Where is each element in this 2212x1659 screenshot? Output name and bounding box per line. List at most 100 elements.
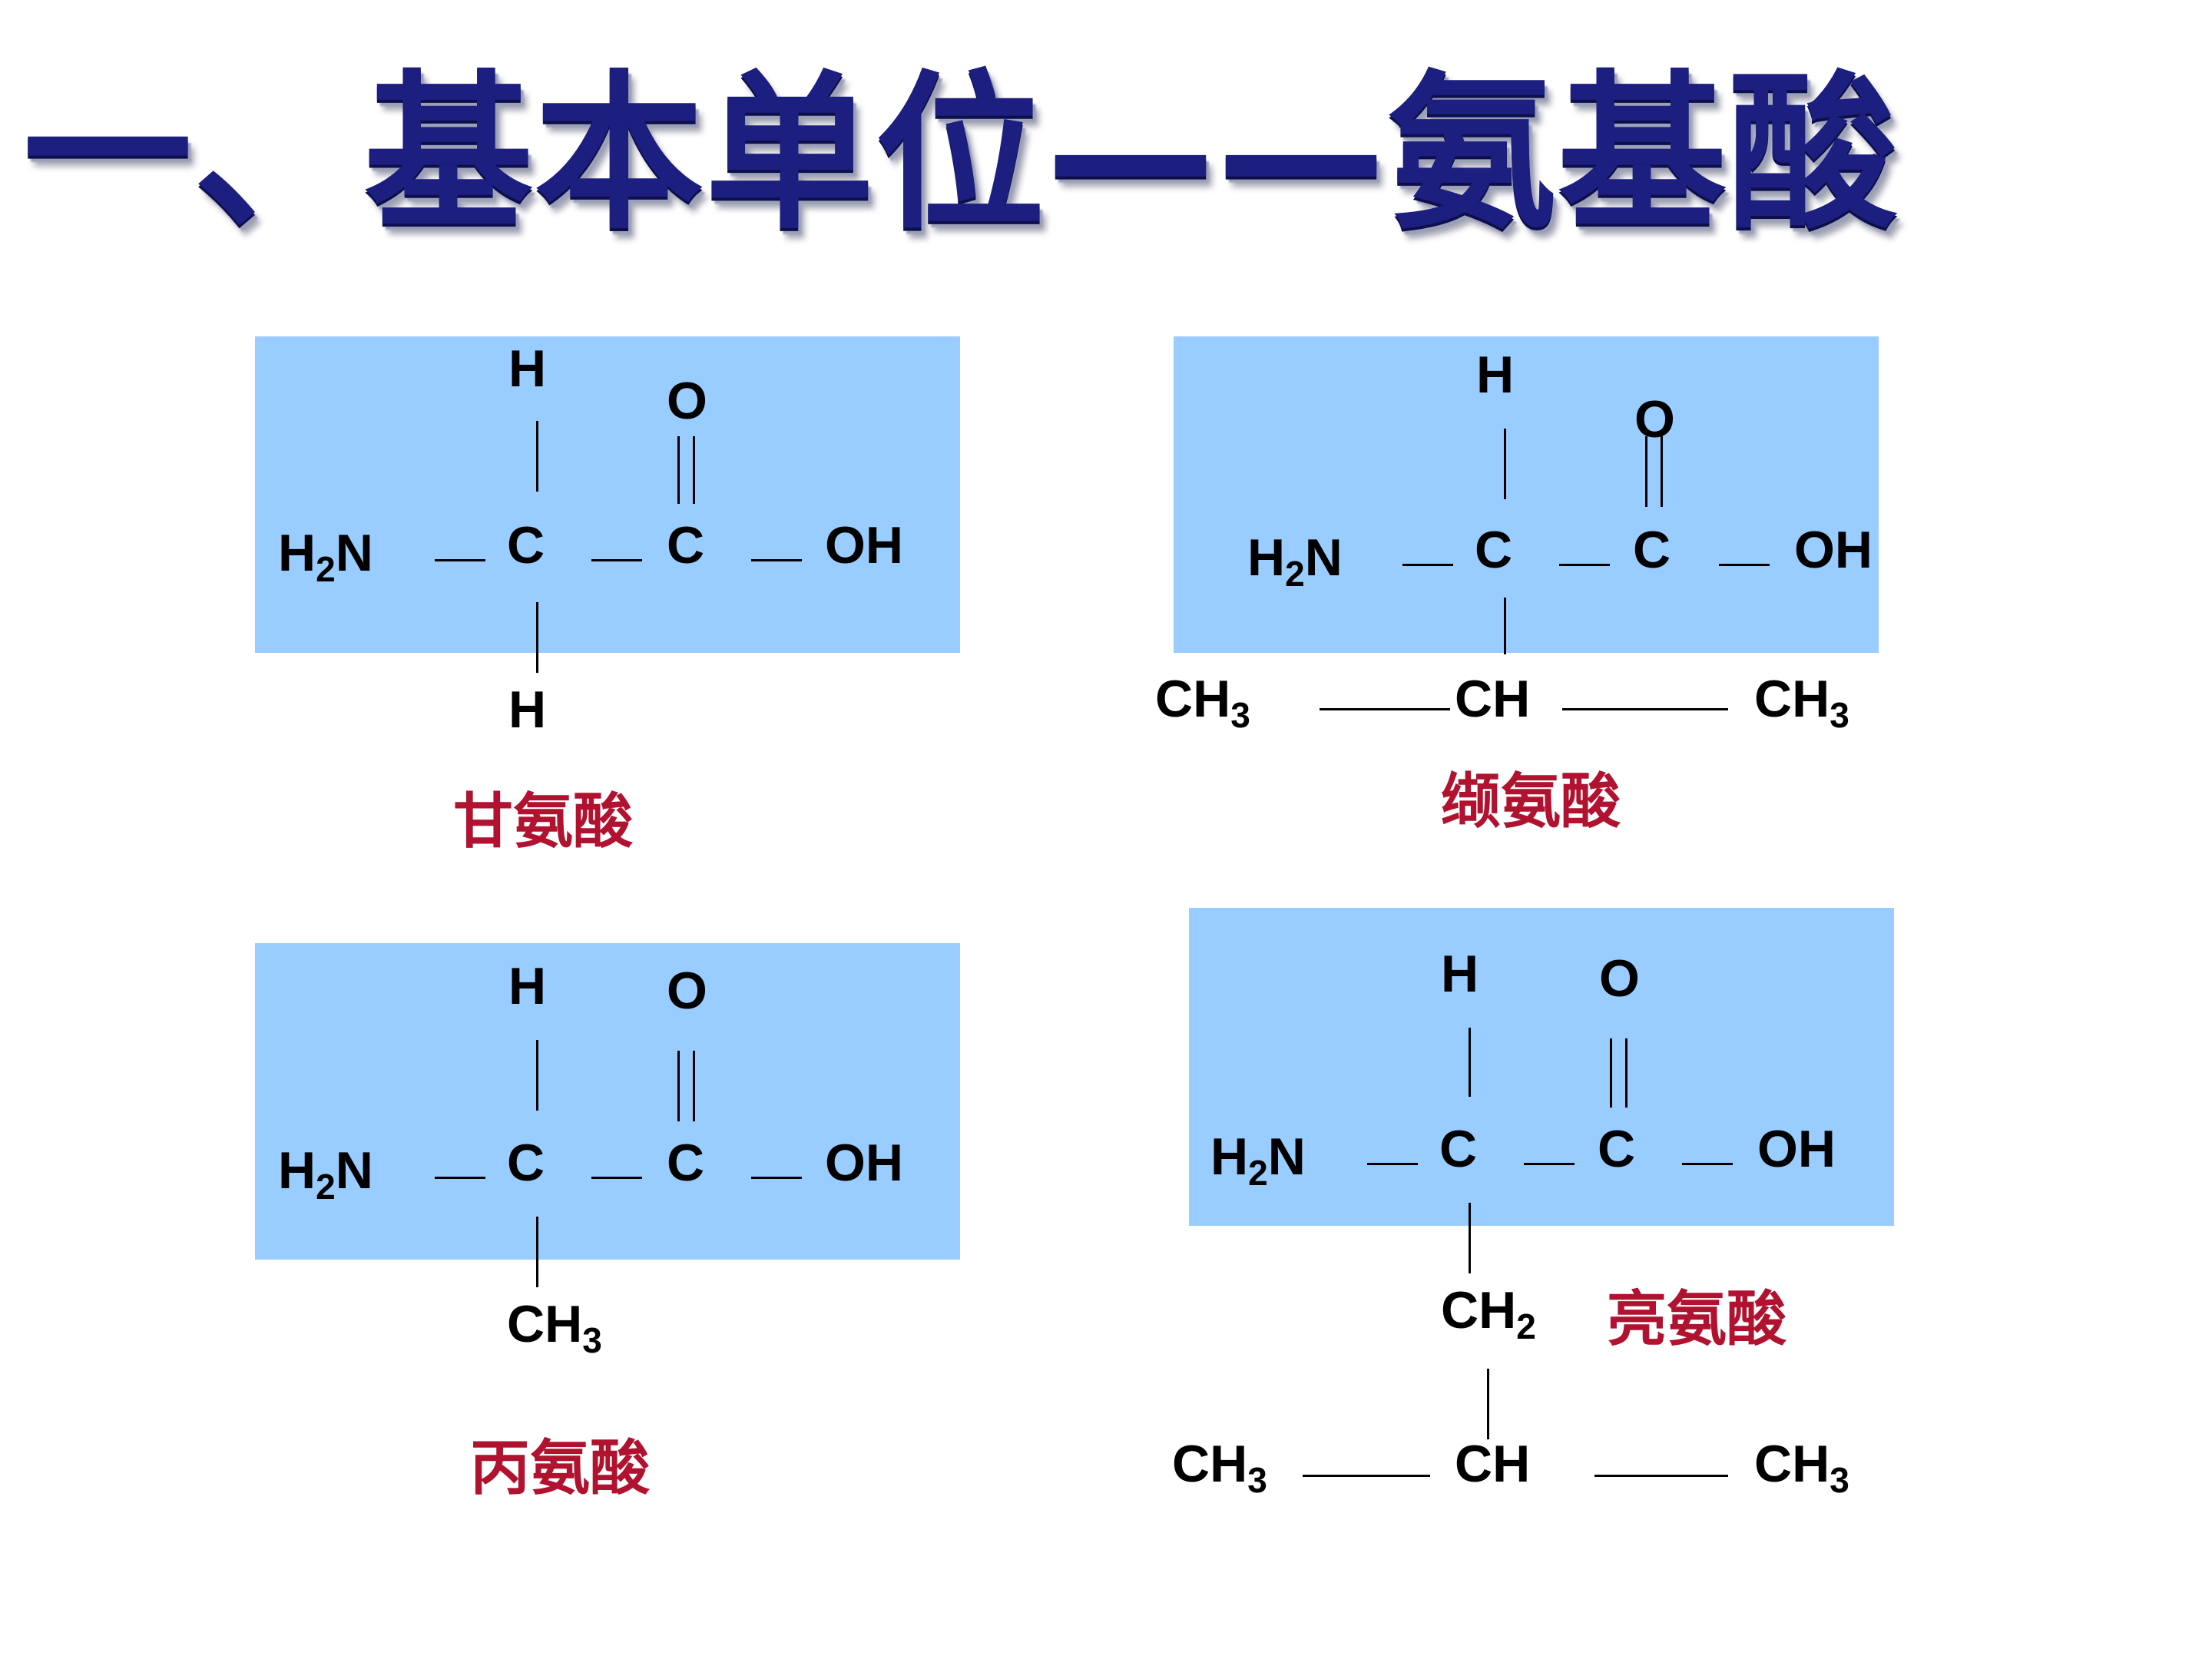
- nitrogen-label: N: [1304, 528, 1343, 587]
- alpha-hydrogen: H: [1441, 945, 1479, 1003]
- subscript: 2: [1516, 1306, 1536, 1346]
- hydroxyl-group: OH: [1757, 1120, 1836, 1178]
- subscript: 3: [1830, 695, 1849, 735]
- single-bond: [1367, 1163, 1418, 1165]
- subscript: 2: [316, 549, 336, 589]
- single-bond: [1562, 708, 1728, 710]
- double-bond-line: [677, 436, 680, 504]
- hydroxyl-group: OH: [1794, 521, 1873, 579]
- subscript: 3: [1830, 1460, 1849, 1500]
- methyl-group: CH3: [1172, 1433, 1267, 1498]
- alpha-hydrogen: H: [1476, 346, 1515, 404]
- hydrogen-label: H: [278, 524, 316, 582]
- subscript: 3: [582, 1320, 602, 1360]
- carboxyl-carbon: C: [667, 1134, 705, 1192]
- single-bond: [751, 559, 802, 561]
- subscript: 3: [1230, 695, 1250, 735]
- molecule-name: 丙氨酸: [470, 1434, 651, 1503]
- amino-group: H2N: [1210, 1126, 1306, 1190]
- double-bond-line: [1625, 1038, 1628, 1108]
- double-bond-line: [693, 436, 695, 504]
- single-bond: [1524, 1163, 1575, 1165]
- carbonyl-oxygen: O: [667, 962, 707, 1020]
- methyl-group: CH3: [1754, 1433, 1849, 1498]
- carbonyl-oxygen: O: [1599, 949, 1640, 1008]
- ch-label: CH: [1155, 670, 1231, 728]
- double-bond-line: [1610, 1038, 1612, 1108]
- molecule-name: 甘氨酸: [453, 787, 634, 856]
- hydroxyl-group: OH: [825, 1134, 903, 1192]
- alpha-carbon: C: [1439, 1120, 1478, 1178]
- carboxyl-carbon: C: [1598, 1120, 1636, 1178]
- ch-label: CH: [1754, 1435, 1830, 1493]
- single-bond: [1469, 1028, 1471, 1097]
- single-bond: [1402, 564, 1453, 566]
- amino-group: H2N: [278, 1140, 373, 1204]
- single-bond: [751, 1177, 802, 1179]
- hydrogen-label: H: [1247, 528, 1286, 587]
- single-bond: [1559, 564, 1610, 566]
- hydrogen-label: H: [1210, 1128, 1249, 1186]
- ch-label: CH: [1754, 670, 1830, 728]
- single-bond: [1469, 1203, 1471, 1273]
- nitrogen-label: N: [335, 524, 373, 582]
- hydroxyl-group: OH: [825, 516, 903, 575]
- molecule-name: 缬氨酸: [1441, 767, 1621, 836]
- single-bond: [536, 421, 538, 492]
- single-bond: [1594, 1475, 1728, 1477]
- single-bond: [1487, 1369, 1489, 1439]
- ch-label: CH: [1441, 1281, 1517, 1339]
- carbonyl-oxygen: O: [1634, 390, 1675, 449]
- carboxyl-carbon: C: [667, 516, 705, 575]
- single-bond: [1320, 708, 1450, 710]
- subscript: 2: [316, 1167, 336, 1207]
- molecule-name: 亮氨酸: [1607, 1285, 1787, 1354]
- leucine-box: [1189, 908, 1894, 1226]
- alpha-carbon: C: [1475, 521, 1513, 579]
- single-bond: [1303, 1475, 1430, 1477]
- page-title: 一、基本单位——氨基酸: [23, 55, 1899, 252]
- single-bond: [1504, 429, 1506, 499]
- side-chain-ch: CH: [1455, 1435, 1531, 1493]
- carboxyl-carbon: C: [1633, 521, 1671, 579]
- single-bond: [591, 1177, 642, 1179]
- single-bond: [536, 1040, 538, 1111]
- single-bond: [1504, 598, 1506, 654]
- single-bond: [435, 1177, 485, 1179]
- alpha-carbon: C: [507, 1134, 545, 1192]
- nitrogen-label: N: [1267, 1128, 1306, 1186]
- ch-label: CH: [507, 1295, 583, 1353]
- alpha-hydrogen: H: [508, 957, 547, 1015]
- methyl-group: CH3: [507, 1293, 602, 1358]
- alpha-carbon: C: [507, 516, 545, 575]
- single-bond: [536, 1217, 538, 1287]
- double-bond-line: [1661, 436, 1663, 507]
- single-bond: [591, 559, 642, 561]
- carbonyl-oxygen: O: [667, 372, 707, 430]
- glycine-box: [255, 336, 960, 653]
- single-bond: [1719, 564, 1770, 566]
- double-bond-line: [693, 1051, 695, 1121]
- single-bond: [435, 559, 485, 561]
- amino-group: H2N: [1247, 527, 1343, 591]
- ch-label: CH: [1172, 1435, 1248, 1493]
- valine-box: [1174, 336, 1879, 653]
- double-bond-line: [677, 1051, 680, 1121]
- side-chain-hydrogen: H: [508, 680, 547, 739]
- double-bond-line: [1645, 436, 1647, 507]
- nitrogen-label: N: [335, 1141, 373, 1200]
- methyl-group: CH3: [1754, 668, 1849, 733]
- amino-group: H2N: [278, 522, 373, 587]
- subscript: 2: [1248, 1153, 1268, 1193]
- hydrogen-label: H: [278, 1141, 316, 1200]
- methyl-group: CH3: [1155, 668, 1250, 733]
- side-chain-ch: CH: [1455, 670, 1531, 728]
- subscript: 2: [1285, 554, 1305, 594]
- alpha-hydrogen: H: [508, 339, 547, 398]
- alanine-box: [255, 943, 960, 1260]
- subscript: 3: [1247, 1460, 1267, 1500]
- single-bond: [536, 602, 538, 673]
- methylene-group: CH2: [1441, 1280, 1536, 1344]
- single-bond: [1682, 1163, 1733, 1165]
